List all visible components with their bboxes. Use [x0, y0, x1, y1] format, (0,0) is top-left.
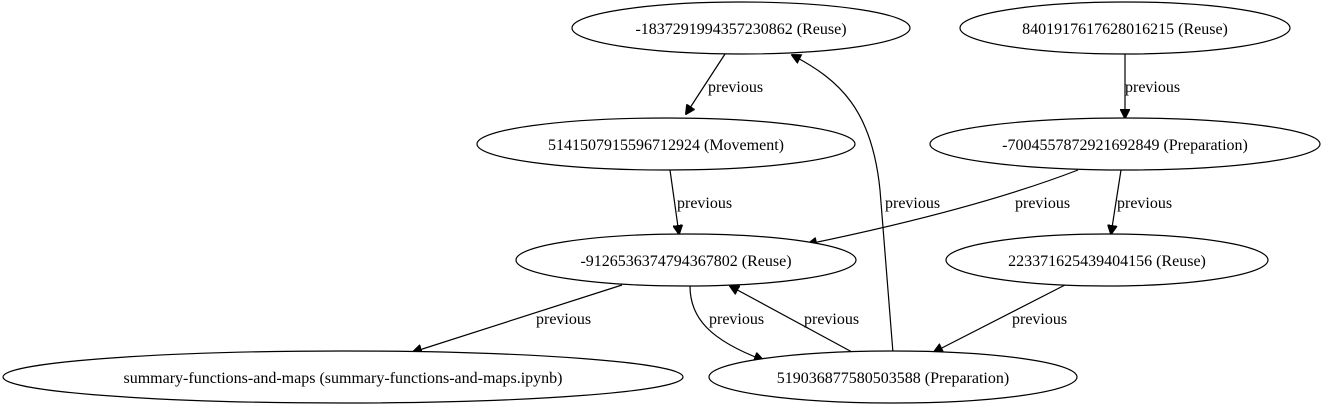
- edge-label: previous: [677, 195, 732, 212]
- edge-line: [730, 286, 853, 353]
- node-label: -1837291994357230862 (Reuse): [635, 21, 846, 38]
- node-ellipse: [945, 233, 1269, 287]
- edge-n4-to-n6: previous: [1111, 169, 1172, 234]
- edge-line: [686, 53, 726, 114]
- edge-line: [413, 284, 623, 352]
- node-label: 519036877580503588 (Preparation): [777, 370, 1009, 387]
- edge-label: previous: [885, 195, 940, 212]
- node-n2[interactable]: 8401917617628016215 (Reuse): [959, 1, 1291, 55]
- edge-line: [689, 285, 763, 360]
- node-ellipse: [2, 350, 684, 404]
- edge-n3-to-n5: previous: [669, 169, 732, 234]
- edge-n8-to-n5: previous: [730, 286, 859, 353]
- edge-n4-to-n5: previous: [808, 169, 1079, 244]
- edge-label: previous: [1125, 79, 1180, 96]
- node-label: 5141507915596712924 (Movement): [548, 137, 784, 154]
- edge-line: [669, 169, 679, 234]
- edge-label: previous: [1117, 195, 1172, 212]
- node-label: summary-functions-and-maps (summary-func…: [123, 370, 562, 387]
- edge-n5-to-n8: previous: [689, 285, 764, 360]
- edge-n2-to-n4: previous: [1125, 54, 1180, 118]
- edge-line: [1111, 169, 1122, 234]
- edge-line: [934, 284, 1066, 352]
- edge-n1-to-n3: previous: [686, 53, 763, 114]
- edges-layer: previous previous previous previous prev…: [413, 53, 1180, 360]
- edge-label: previous: [709, 311, 764, 328]
- edge-n6-to-n8: previous: [934, 284, 1067, 352]
- node-ellipse: [708, 350, 1078, 404]
- edge-label: previous: [1012, 311, 1067, 328]
- node-label: 8401917617628016215 (Reuse): [1022, 21, 1228, 38]
- node-label: 223371625439404156 (Reuse): [1008, 253, 1206, 270]
- node-ellipse: [571, 1, 911, 55]
- edge-label: previous: [804, 311, 859, 328]
- edge-label: previous: [708, 79, 763, 96]
- node-n6[interactable]: 223371625439404156 (Reuse): [945, 233, 1269, 287]
- node-label: -7004557872921692849 (Preparation): [1002, 137, 1248, 154]
- edge-n5-to-n7: previous: [413, 284, 623, 352]
- edge-label: previous: [536, 311, 591, 328]
- node-n5[interactable]: -9126536374794367802 (Reuse): [515, 233, 857, 287]
- edge-line: [808, 169, 1079, 244]
- node-n3[interactable]: 5141507915596712924 (Movement): [476, 117, 856, 171]
- edge-label: previous: [1015, 195, 1070, 212]
- node-label: -9126536374794367802 (Reuse): [580, 253, 791, 270]
- node-n7[interactable]: summary-functions-and-maps (summary-func…: [2, 350, 684, 404]
- edge-n8-to-n1: previous: [792, 55, 940, 354]
- node-n1[interactable]: -1837291994357230862 (Reuse): [571, 1, 911, 55]
- edge-line: [792, 55, 894, 354]
- node-n4[interactable]: -7004557872921692849 (Preparation): [929, 117, 1321, 171]
- node-n8[interactable]: 519036877580503588 (Preparation): [708, 350, 1078, 404]
- node-ellipse: [515, 233, 857, 287]
- node-ellipse: [476, 117, 856, 171]
- node-ellipse: [959, 1, 1291, 55]
- node-ellipse: [929, 117, 1321, 171]
